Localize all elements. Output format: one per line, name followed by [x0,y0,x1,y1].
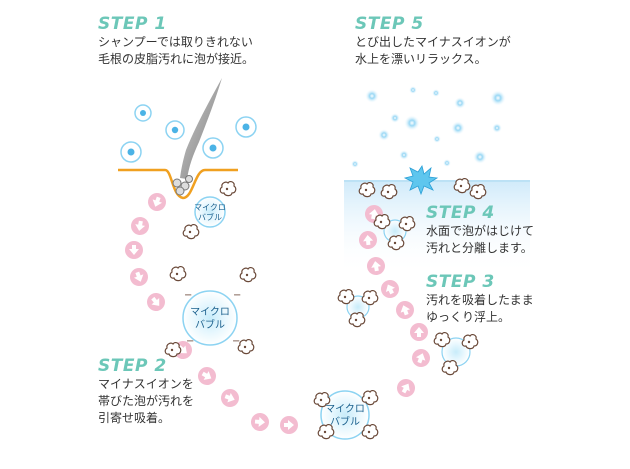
step-3: STEP 3 汚れを吸着したまま ゆっくり浮上。 [426,272,534,326]
burst-icon [403,165,439,196]
micro-bubble-small-1: マイクロ バブル [182,196,226,240]
ion-cluster-left [120,104,257,163]
step-4-title: STEP 4 [426,203,495,223]
step-1-title: STEP 1 [98,14,167,34]
step-3-text-1: 汚れを吸着したまま [426,293,534,307]
step-3-text-2: ゆっくり浮上。 [426,310,511,324]
svg-text:−: − [232,336,240,347]
micro-bubble-rising-2 [373,213,416,251]
step-5: STEP 5 とび出したマイナスイオンが 水上を漂いリラックス。 [355,14,511,68]
step-4: STEP 4 水面で泡がはじけて 汚れと分離します。 [426,203,534,257]
svg-text:−: − [184,290,192,301]
svg-text:−: − [186,336,194,347]
step-2-text-2: 帯びた泡が汚れを [98,394,195,408]
step-1: STEP 1 シャンプーでは取りきれない 毛根の皮脂汚れに泡が接近。 [98,14,254,68]
step-2: STEP 2 マイナスイオンを 帯びた泡が汚れを 引寄せ吸着。 [98,356,194,427]
micro-bubble-bottom: マイクロ バブル [313,389,379,440]
step-4-text-2: 汚れと分離します。 [426,241,533,255]
step-5-text-2: 水上を漂いリラックス。 [355,52,487,66]
micro-bubble-large: マイクロ バブル − − − − [164,265,257,358]
follicle-dirt [172,175,193,196]
svg-text:マイクロ: マイクロ [325,403,365,415]
svg-text:バブル: バブル [330,415,360,428]
step-3-title: STEP 3 [426,272,495,292]
svg-text:バブル: バブル [195,318,225,331]
step-5-text-1: とび出したマイナスイオンが [355,35,511,49]
step-1-text-2: 毛根の皮脂汚れに泡が接近。 [98,52,255,66]
micro-bubble-rising-1 [337,288,379,328]
hair-icon [180,78,222,179]
ion-cluster-right [351,86,506,168]
svg-text:マイクロ: マイクロ [190,306,230,318]
svg-text:バブル: バブル [198,212,222,222]
skin-line [118,168,238,200]
step-4-text-1: 水面で泡がはじけて [426,224,535,238]
step-2-text-1: マイナスイオンを [98,377,194,391]
svg-text:マイクロ: マイクロ [194,203,226,212]
svg-text:−: − [233,290,241,301]
step-2-title: STEP 2 [98,356,167,376]
step-2-text-3: 引寄せ吸着。 [98,411,171,425]
micro-bubble-rising-3 [433,331,479,376]
step-5-title: STEP 5 [355,14,424,34]
step-1-text-1: シャンプーでは取りきれない [98,35,253,49]
